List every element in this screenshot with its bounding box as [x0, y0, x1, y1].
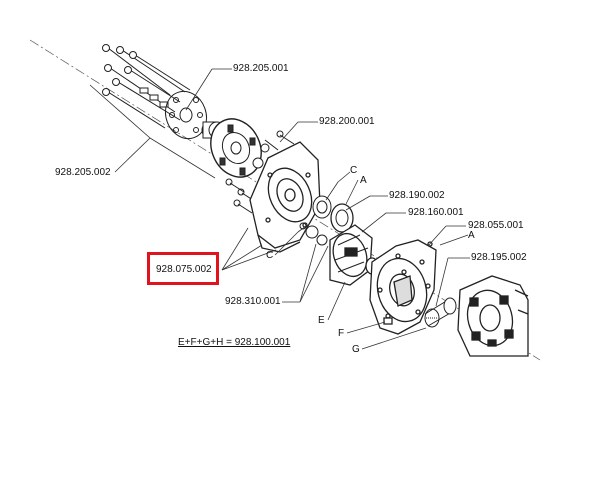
drive-disc: [210, 118, 262, 178]
highlight-box: [147, 252, 219, 285]
letter-c-top: C: [350, 165, 358, 176]
gearbox: [457, 275, 529, 357]
clutch-drum: [329, 224, 379, 286]
part-label-190-002: 928.190.002: [389, 190, 445, 201]
letter-c-bottom: C: [266, 250, 274, 261]
housing: [249, 141, 321, 253]
bolt-set: [102, 44, 191, 129]
part-label-205-002: 928.205.002: [55, 167, 111, 178]
part-label-160-001: 928.160.001: [408, 207, 464, 218]
letter-a-top: A: [360, 175, 367, 186]
small-hardware: [225, 130, 295, 214]
letter-f: F: [338, 328, 345, 339]
flange-plate: [164, 90, 208, 140]
part-label-200-001: 928.200.001: [319, 116, 375, 127]
bearings: [299, 195, 354, 246]
part-label-205-001: 928.205.001: [233, 63, 289, 74]
side-cover: [369, 239, 437, 335]
letter-g: G: [352, 344, 360, 355]
letter-a-right: A: [468, 230, 475, 241]
gear-shaft: [424, 297, 457, 328]
letter-e: E: [318, 315, 325, 326]
assembly-formula: E+F+G+H = 928.100.001: [178, 337, 291, 348]
leader-lines: [89, 68, 470, 350]
part-label-075-002: 928.075.002: [156, 264, 212, 275]
part-label-195-002: 928.195.002: [471, 252, 527, 263]
part-label-310-001: 928.310.001: [225, 296, 281, 307]
part-label-055-001: 928.055.001: [468, 220, 524, 231]
